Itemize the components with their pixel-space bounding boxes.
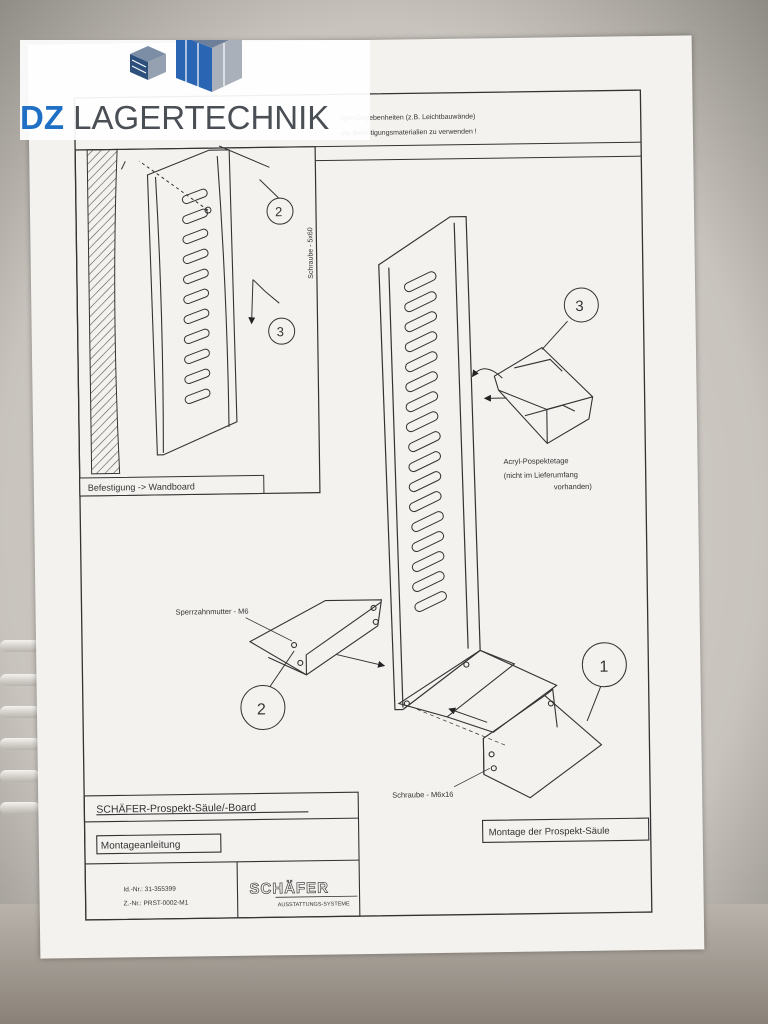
drawing-frame [73,89,653,921]
base-plate [397,649,558,733]
product-title: SCHÄFER-Prospekt-Säule/-Board [96,802,256,816]
acryl-label-2: (nicht im Lieferumfang [504,470,578,480]
logo-wordmark: DZ LAGERTECHNIK [20,101,329,134]
assembly-guide-line [416,708,508,747]
assembly-drawing: igen Gegebenheiten (z.B. Leichtbauwände)… [73,89,653,921]
main-column-slots [403,271,447,613]
screw-5x60-label: Schraube - 5x60 [307,227,315,279]
main-column [378,215,481,711]
note-line-2: ete Befestigungsmaterialien zu verwenden… [341,128,477,137]
inset-screws [120,145,270,214]
maker-logo-sub: AUSSTATTUNGS-SYSTEME [278,901,350,908]
chair-slat [0,640,40,652]
acryl-label-1: Acryl-Pospektetage [503,456,568,466]
section-title: Montage der Prospekt-Säule [489,826,610,839]
logo-cubes-icon [130,40,242,92]
callout-2-inset-label: 2 [275,204,282,219]
callout-1-label: 1 [599,659,608,676]
title-block [83,791,650,921]
callout-2-main: 2 [240,650,295,730]
inset-caption-box [79,474,265,497]
inset-rail [146,149,238,456]
chair-slat [0,674,40,686]
callout-3-inset: 3 [248,279,296,345]
callout-2-inset: 2 [259,179,294,225]
inset-rail-slots [181,188,211,405]
chair-slat [0,770,40,782]
callout-1: 1 [581,642,627,722]
acrylic-tray [493,346,594,445]
instruction-sheet: igen Gegebenheiten (z.B. Leichtbauwände)… [27,35,705,959]
callout-3-main-label: 3 [575,298,584,315]
logo-wordmark-rest: LAGERTECHNIK [64,99,330,136]
screw-m6-label: Schraube - M6x16 [392,790,453,800]
callout-3-inset-label: 3 [277,324,284,339]
callout-3-main: 3 [541,287,599,350]
drawing-number: Z.-Nr.: PRST-0002-M1 [124,900,189,908]
wall-hatch [86,148,121,475]
nut-label: Sperrzahnmutter - M6 [176,607,249,617]
logo-wordmark-dz: DZ [20,99,64,136]
main-view-top [315,155,642,162]
id-number: Id.-Nr.: 31-355399 [123,886,176,894]
inset-caption: Befestigung -> Wandboard [88,481,195,492]
base-foot-left [248,599,383,676]
chair-slat [0,706,40,718]
tray-rotate-arrow [471,368,503,379]
base-foot-right [482,688,603,799]
callout-2-main-label: 2 [257,701,266,718]
chair-slat [0,802,40,814]
screw-m6-leader [453,767,490,788]
doc-type: Montageanleitung [101,840,181,852]
maker-logo-name: SCHÄFER [249,880,329,898]
nut-leader [245,617,293,642]
note-line-1: igen Gegebenheiten (z.B. Leichtbauwände) [341,113,476,122]
acryl-label-3: vorhanden) [554,482,593,492]
foot-right-arrow [448,707,488,723]
maker-logo-rule [275,895,358,898]
chair-slat [0,738,40,750]
foot-left-arrow [336,653,386,668]
dz-lagertechnik-logo: DZ LAGERTECHNIK [20,40,370,140]
